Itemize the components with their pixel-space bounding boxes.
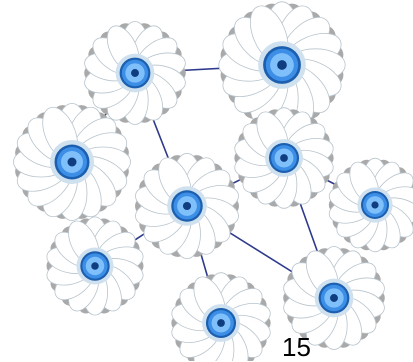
page-number: 15 xyxy=(282,332,311,362)
flower-core xyxy=(131,69,139,77)
flower-core xyxy=(371,201,379,209)
flower-node-n8 xyxy=(171,272,271,361)
flower-node-n6 xyxy=(328,157,413,253)
flower-core xyxy=(280,154,288,162)
flower-node-n3 xyxy=(234,107,334,209)
flower-node-n2 xyxy=(218,1,346,129)
flower-node-n4 xyxy=(13,103,131,221)
nodes-layer xyxy=(13,1,413,361)
flower-core xyxy=(217,319,225,327)
flower-core xyxy=(182,201,192,211)
flower-core xyxy=(277,60,287,70)
flower-node-n9 xyxy=(283,246,385,350)
flower-node-n7 xyxy=(46,216,144,316)
flower-node-n1 xyxy=(84,21,186,125)
flower-core xyxy=(330,294,338,302)
flower-node-n5 xyxy=(135,152,239,260)
flower-core xyxy=(67,157,77,167)
flower-core xyxy=(91,262,99,270)
